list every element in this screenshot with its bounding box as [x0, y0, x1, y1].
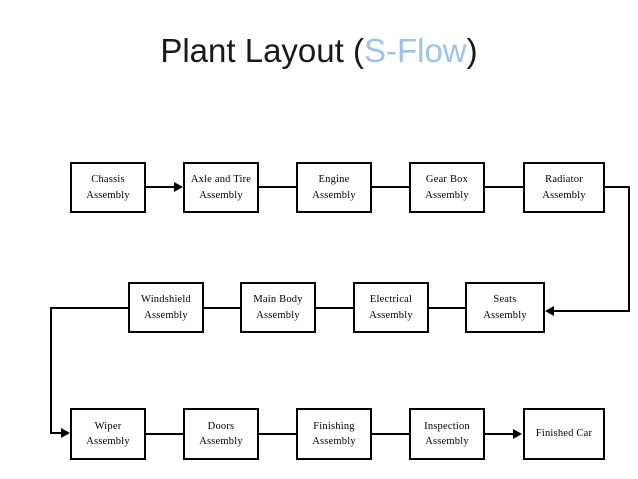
- node-label-line1: Wiper: [94, 420, 122, 432]
- connector-radiator-drop-vertical: [628, 186, 630, 312]
- node-label-line1: Windshield: [141, 294, 191, 306]
- connector-chassis-to-axle: [146, 186, 174, 188]
- connector-wiper-to-doors: [146, 433, 183, 435]
- node-label-line1: Finished Car: [535, 428, 593, 440]
- node-label-line1: Seats: [493, 294, 517, 306]
- node-label-line2: Assembly: [86, 189, 130, 201]
- node-label-line2: Assembly: [369, 309, 413, 321]
- connector-mainbody-to-windshield: [204, 307, 240, 309]
- node-label-line2: Assembly: [542, 189, 586, 201]
- node-label-line1: Chassis: [91, 174, 125, 186]
- connector-radiator-to-seats-horizontal: [553, 310, 630, 312]
- node-label-line2: Assembly: [425, 436, 469, 447]
- page-title: Plant Layout (S-Flow): [0, 32, 638, 70]
- node-label-line1: Gear Box: [425, 174, 469, 186]
- node-label-line1: Radiator: [545, 174, 583, 186]
- node-radiator-assembly[interactable]: Radiator Assembly: [523, 162, 605, 213]
- node-axle-and-tire-assembly[interactable]: Axle and Tire Assembly: [183, 162, 259, 213]
- node-label-line2: Assembly: [256, 309, 300, 321]
- connector-windshield-to-wiper-horizontal: [50, 432, 62, 434]
- node-label-line2: Assembly: [199, 436, 243, 447]
- connector-windshield-exit-left: [50, 307, 128, 309]
- node-label-line2: Assembly: [483, 309, 527, 321]
- node-label-line2: Assembly: [199, 189, 243, 201]
- connector-electrical-to-mainbody: [316, 307, 353, 309]
- connector-finishing-to-inspection: [372, 433, 409, 435]
- title-text-main: Plant Layout (: [160, 32, 364, 69]
- node-label-line2: Assembly: [312, 436, 356, 447]
- connector-radiator-exit-right: [605, 186, 630, 188]
- arrowhead-radiator-to-seats: [545, 306, 554, 316]
- node-chassis-assembly[interactable]: Chassis Assembly: [70, 162, 146, 213]
- node-label-line1: Engine: [318, 174, 350, 186]
- title-text-accent: S-Flow: [363, 32, 467, 69]
- node-electrical-assembly[interactable]: Electrical Assembly: [353, 282, 429, 333]
- node-label-line2: Assembly: [144, 309, 188, 321]
- node-label-line2: Assembly: [86, 436, 130, 447]
- title-text-close: ): [466, 32, 478, 69]
- node-label-line1: Doors: [207, 420, 235, 432]
- node-label-line2: Assembly: [312, 189, 356, 201]
- node-finishing-assembly[interactable]: Finishing Assembly: [296, 408, 372, 460]
- connector-doors-to-finishing: [259, 433, 296, 435]
- node-wiper-assembly[interactable]: Wiper Assembly: [70, 408, 146, 460]
- connector-inspection-to-finished-car: [485, 433, 514, 435]
- node-label-line1: Main Body: [253, 294, 303, 306]
- node-label-line1: Electrical: [369, 294, 413, 306]
- node-gear-box-assembly[interactable]: Gear Box Assembly: [409, 162, 485, 213]
- node-windshield-assembly[interactable]: Windshield Assembly: [128, 282, 204, 333]
- connector-engine-to-gearbox: [372, 186, 409, 188]
- connector-gearbox-to-radiator: [485, 186, 523, 188]
- node-inspection-assembly[interactable]: Inspection Assembly: [409, 408, 485, 460]
- node-label-line1: Inspection: [424, 420, 470, 432]
- connector-axle-to-engine: [259, 186, 296, 188]
- node-label-line1: Finishing: [313, 420, 355, 432]
- arrowhead-windshield-to-wiper: [61, 428, 70, 438]
- arrowhead-inspection-to-finished-car: [513, 429, 522, 439]
- node-main-body-assembly[interactable]: Main Body Assembly: [240, 282, 316, 333]
- node-finished-car[interactable]: Finished Car: [523, 408, 605, 460]
- node-label-line1: Axle and Tire: [190, 174, 252, 186]
- node-seats-assembly[interactable]: Seats Assembly: [465, 282, 545, 333]
- connector-seats-to-electrical: [429, 307, 465, 309]
- node-engine-assembly[interactable]: Engine Assembly: [296, 162, 372, 213]
- node-label-line2: Assembly: [425, 189, 469, 201]
- node-doors-assembly[interactable]: Doors Assembly: [183, 408, 259, 460]
- connector-windshield-drop-vertical: [50, 307, 52, 434]
- arrowhead-chassis-to-axle: [174, 182, 183, 192]
